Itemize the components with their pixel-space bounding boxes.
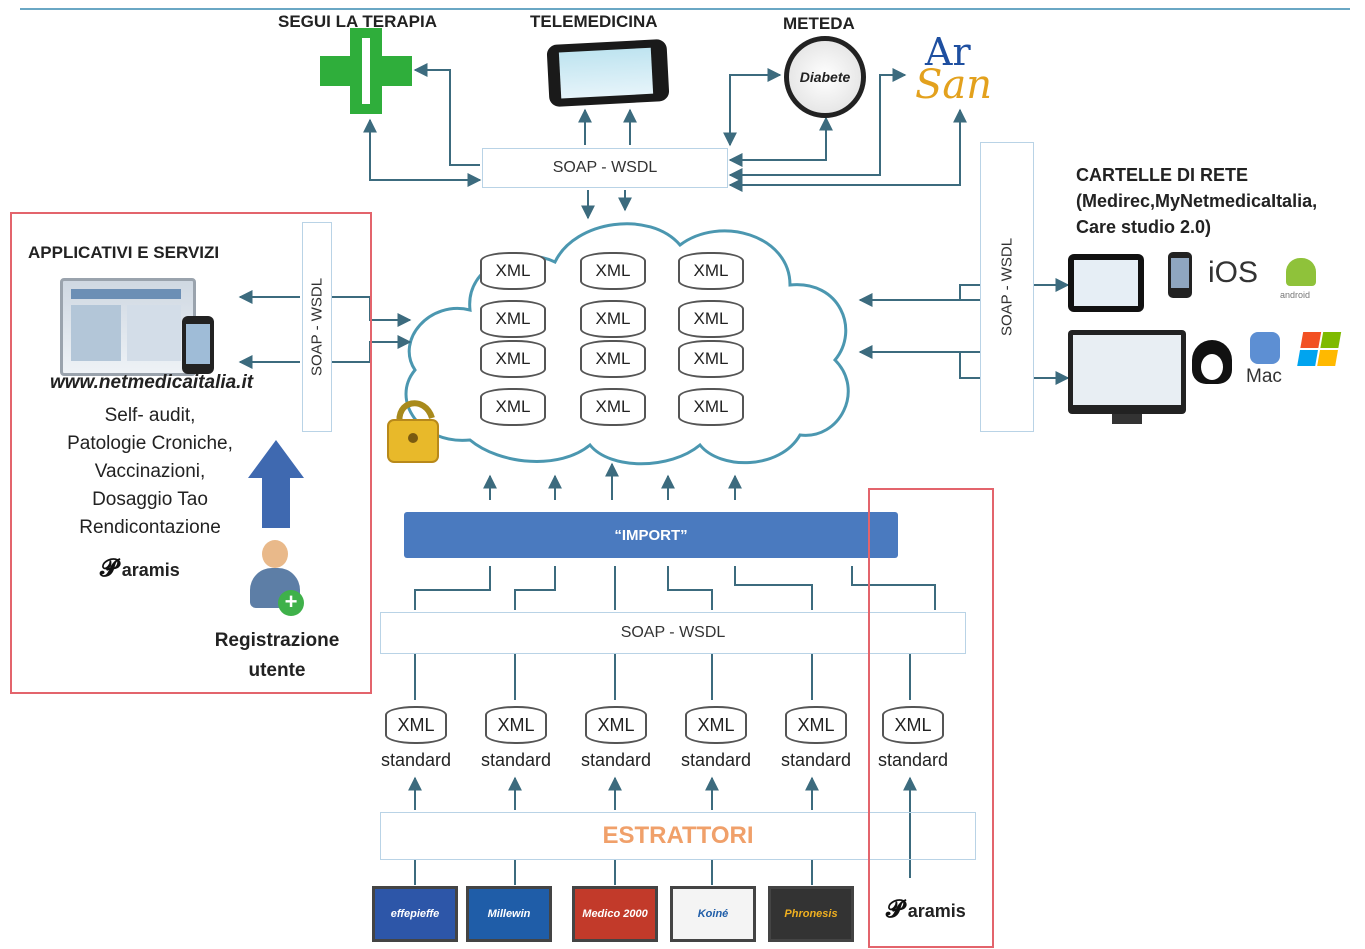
- soap-wsdl-top: SOAP - WSDL: [482, 148, 728, 188]
- service-item: Vaccinazioni,: [94, 461, 206, 482]
- smartphone-icon: [182, 316, 214, 374]
- xml-db-label: XML: [697, 714, 735, 735]
- service-item: Patologie Croniche,: [67, 433, 233, 454]
- desktop-screenshot-image: [60, 278, 196, 376]
- service-item: Rendicontazione: [79, 517, 221, 538]
- cloud-xml-db: XML: [580, 388, 646, 426]
- cloud-xml-label: XML: [693, 349, 729, 368]
- linux-penguin-icon: [1192, 340, 1232, 384]
- mac-label: Mac: [1246, 366, 1282, 387]
- service-item: Dosaggio Tao: [92, 489, 208, 510]
- source-logo: Medico 2000: [572, 886, 658, 942]
- estrattori-bar: ESTRATTORI: [380, 812, 976, 860]
- source-label: Koiné: [697, 908, 729, 920]
- add-icon: +: [278, 590, 304, 616]
- source-logo: effepieffe: [372, 886, 458, 942]
- padlock-icon: [387, 400, 439, 463]
- cloud-xml-db: XML: [678, 388, 744, 426]
- arsan-logo: Ar San: [915, 30, 993, 108]
- user-avatar-icon: +: [248, 540, 304, 620]
- xml-standard-db: XML: [785, 706, 847, 744]
- standard-label: standard: [480, 750, 552, 770]
- source-label: Phronesis: [784, 908, 838, 920]
- tablet-app-icon: [1068, 254, 1144, 312]
- soap-wsdl-right: SOAP - WSDL: [980, 142, 1034, 432]
- registrazione-utente-label: Registrazione utente: [214, 630, 340, 681]
- tablet-device-icon: [546, 38, 670, 108]
- cloud-xml-label: XML: [495, 309, 531, 328]
- applicativi-title: APPLICATIVI E SERVIZI: [28, 243, 220, 262]
- xml-standard-db: XML: [385, 706, 447, 744]
- standard-label: standard: [877, 750, 949, 770]
- android-icon: [1286, 258, 1316, 286]
- cloud-xml-label: XML: [495, 397, 531, 416]
- services-list: Self- audit, Patologie Croniche, Vaccina…: [30, 402, 270, 542]
- netmedica-url: www.netmedicaitalia.it: [50, 372, 254, 393]
- xml-db-label: XML: [497, 714, 535, 735]
- standard-label: standard: [780, 750, 852, 770]
- aramis-logo-bottom: 𝓟 aramis: [886, 896, 966, 923]
- xml-standard-db: XML: [882, 706, 944, 744]
- cloud-xml-label: XML: [693, 309, 729, 328]
- iphone-icon: [1168, 252, 1192, 298]
- import-bar: “IMPORT”: [404, 512, 898, 558]
- service-item: Self- audit,: [104, 405, 196, 426]
- meteda-logo: Diabete: [784, 36, 866, 118]
- left-panel-frame: [10, 212, 372, 694]
- xml-db-label: XML: [397, 714, 435, 735]
- source-label: Medico 2000: [582, 908, 648, 920]
- standard-label: standard: [580, 750, 652, 770]
- source-label: effepieffe: [390, 908, 440, 920]
- cloud-xml-label: XML: [595, 261, 631, 280]
- cloud-xml-db: XML: [678, 300, 744, 338]
- source-logo: Phronesis: [768, 886, 854, 942]
- cloud-xml-label: XML: [595, 397, 631, 416]
- standard-label: standard: [380, 750, 452, 770]
- xml-db-label: XML: [797, 714, 835, 735]
- cloud-xml-label: XML: [693, 261, 729, 280]
- cloud-xml-db: XML: [580, 300, 646, 338]
- aramis-logo-left: 𝓟 aramis: [100, 555, 180, 582]
- cloud-xml-label: XML: [495, 261, 531, 280]
- standard-label: standard: [680, 750, 752, 770]
- windows-logo-icon: [1297, 332, 1343, 368]
- cloud-xml-db: XML: [480, 340, 546, 378]
- cloud-xml-db: XML: [480, 388, 546, 426]
- top-rule: [20, 8, 1350, 10]
- source-logo: Millewin: [466, 886, 552, 942]
- aramis-highlight-frame: [868, 488, 994, 948]
- cloud-xml-label: XML: [595, 309, 631, 328]
- soap-wsdl-left: SOAP - WSDL: [302, 222, 332, 432]
- source-logo: Koiné: [670, 886, 756, 942]
- xml-db-label: XML: [894, 714, 932, 735]
- cloud-xml-label: XML: [595, 349, 631, 368]
- xml-db-label: XML: [597, 714, 635, 735]
- cloud-xml-db: XML: [480, 252, 546, 290]
- telemedicina-title: TELEMEDICINA: [530, 12, 658, 31]
- desktop-monitor-icon: [1068, 330, 1186, 424]
- source-label: Millewin: [487, 908, 531, 920]
- meteda-logo-text: Diabete: [799, 69, 851, 85]
- cloud-xml-db: XML: [580, 252, 646, 290]
- cloud-xml-db: XML: [480, 300, 546, 338]
- xml-standard-db: XML: [485, 706, 547, 744]
- cloud-xml-label: XML: [495, 349, 531, 368]
- segui-title: SEGUI LA TERAPIA: [278, 12, 437, 31]
- cloud-xml-db: XML: [678, 252, 744, 290]
- meteda-title: METEDA: [783, 14, 855, 33]
- cloud-xml-db: XML: [580, 340, 646, 378]
- xml-standard-db: XML: [685, 706, 747, 744]
- pharmacy-cross-icon: [320, 28, 412, 114]
- xml-standard-db: XML: [585, 706, 647, 744]
- big-up-arrow: [248, 440, 304, 528]
- ios-label: iOS: [1208, 256, 1259, 289]
- mac-finder-icon: [1250, 332, 1280, 364]
- cartelle-title: CARTELLE DI RETE (Medirec,MyNetmedicaIta…: [1076, 165, 1318, 237]
- cloud-xml-label: XML: [693, 397, 729, 416]
- android-label: android: [1280, 290, 1311, 300]
- cloud-xml-db: XML: [678, 340, 744, 378]
